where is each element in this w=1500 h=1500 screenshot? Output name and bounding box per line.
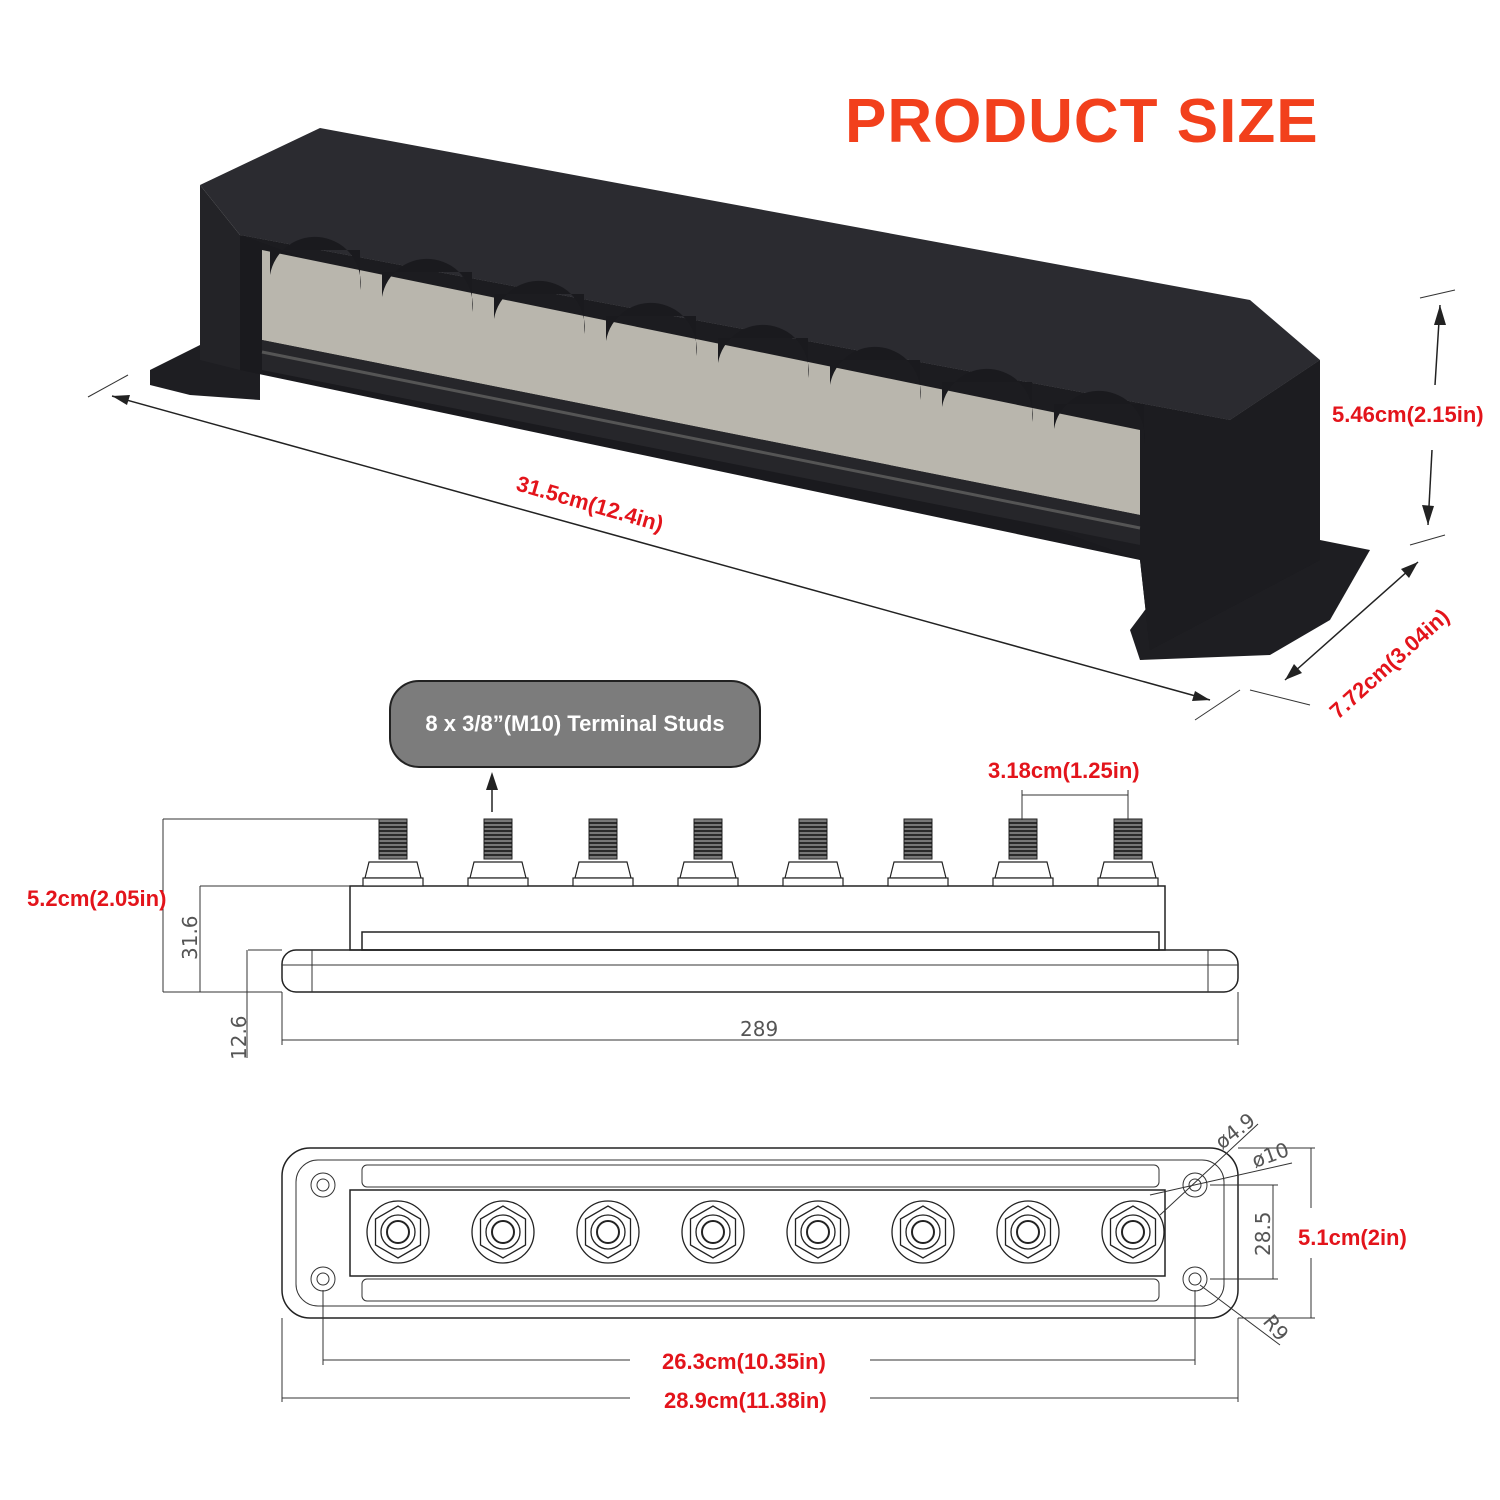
stud-opening xyxy=(942,368,1033,422)
stud-opening xyxy=(494,280,585,334)
stud-nut xyxy=(1101,1200,1165,1264)
stud-nut xyxy=(681,1200,745,1264)
boss-diameter-label: ø10 xyxy=(1249,1137,1293,1172)
depth-label: 7.72cm(3.04in) xyxy=(1325,604,1454,724)
stud-nut xyxy=(996,1200,1060,1264)
body-height-label: 31.6 xyxy=(178,915,202,960)
stud-opening xyxy=(606,302,697,356)
total-length-label: 28.9cm(11.38in) xyxy=(664,1388,827,1413)
stud-pitch-label: 3.18cm(1.25in) xyxy=(988,758,1140,783)
product-photo xyxy=(150,128,1370,660)
hole-pitch-length-label: 26.3cm(10.35in) xyxy=(662,1349,826,1374)
stud-nut xyxy=(786,1200,850,1264)
stud-opening xyxy=(1054,390,1145,444)
callout-text: 8 x 3/8”(M10) Terminal Studs xyxy=(425,711,725,736)
stud-nut xyxy=(891,1200,955,1264)
stud-nut xyxy=(471,1200,535,1264)
terminal-stud xyxy=(677,818,739,887)
dimension-lines-3d xyxy=(87,289,1456,721)
corner-radius-label: R9 xyxy=(1258,1310,1293,1346)
terminal-stud xyxy=(572,818,634,887)
base-height-label: 12.6 xyxy=(227,1015,251,1060)
stud-openings xyxy=(270,236,1145,444)
side-view-drawing xyxy=(162,772,1239,1058)
terminal-stud xyxy=(1097,818,1159,887)
terminal-stud xyxy=(887,818,949,887)
stud-opening xyxy=(382,258,473,312)
terminal-stud xyxy=(782,818,844,887)
stud-opening xyxy=(718,324,809,378)
terminal-stud xyxy=(467,818,529,887)
length-label: 31.5cm(12.4in) xyxy=(514,471,667,537)
base-length-label: 289 xyxy=(740,1017,778,1041)
stud-nut xyxy=(366,1200,430,1264)
page-title: PRODUCT SIZE xyxy=(845,87,1319,156)
terminal-stud xyxy=(992,818,1054,887)
stud-opening xyxy=(270,236,361,290)
top-view-drawing xyxy=(281,1123,1315,1402)
height-label: 5.46cm(2.15in) xyxy=(1332,402,1484,427)
width-label: 5.1cm(2in) xyxy=(1298,1225,1407,1250)
terminal-studs-callout: 8 x 3/8”(M10) Terminal Studs xyxy=(389,680,761,768)
terminal-stud xyxy=(362,818,424,887)
stud-nut xyxy=(576,1200,640,1264)
stud-opening xyxy=(830,346,921,400)
total-height-label: 5.2cm(2.05in) xyxy=(27,886,166,911)
hole-diameter-label: ø4.9 xyxy=(1210,1108,1259,1154)
hole-spacing-label: 28.5 xyxy=(1251,1211,1275,1256)
